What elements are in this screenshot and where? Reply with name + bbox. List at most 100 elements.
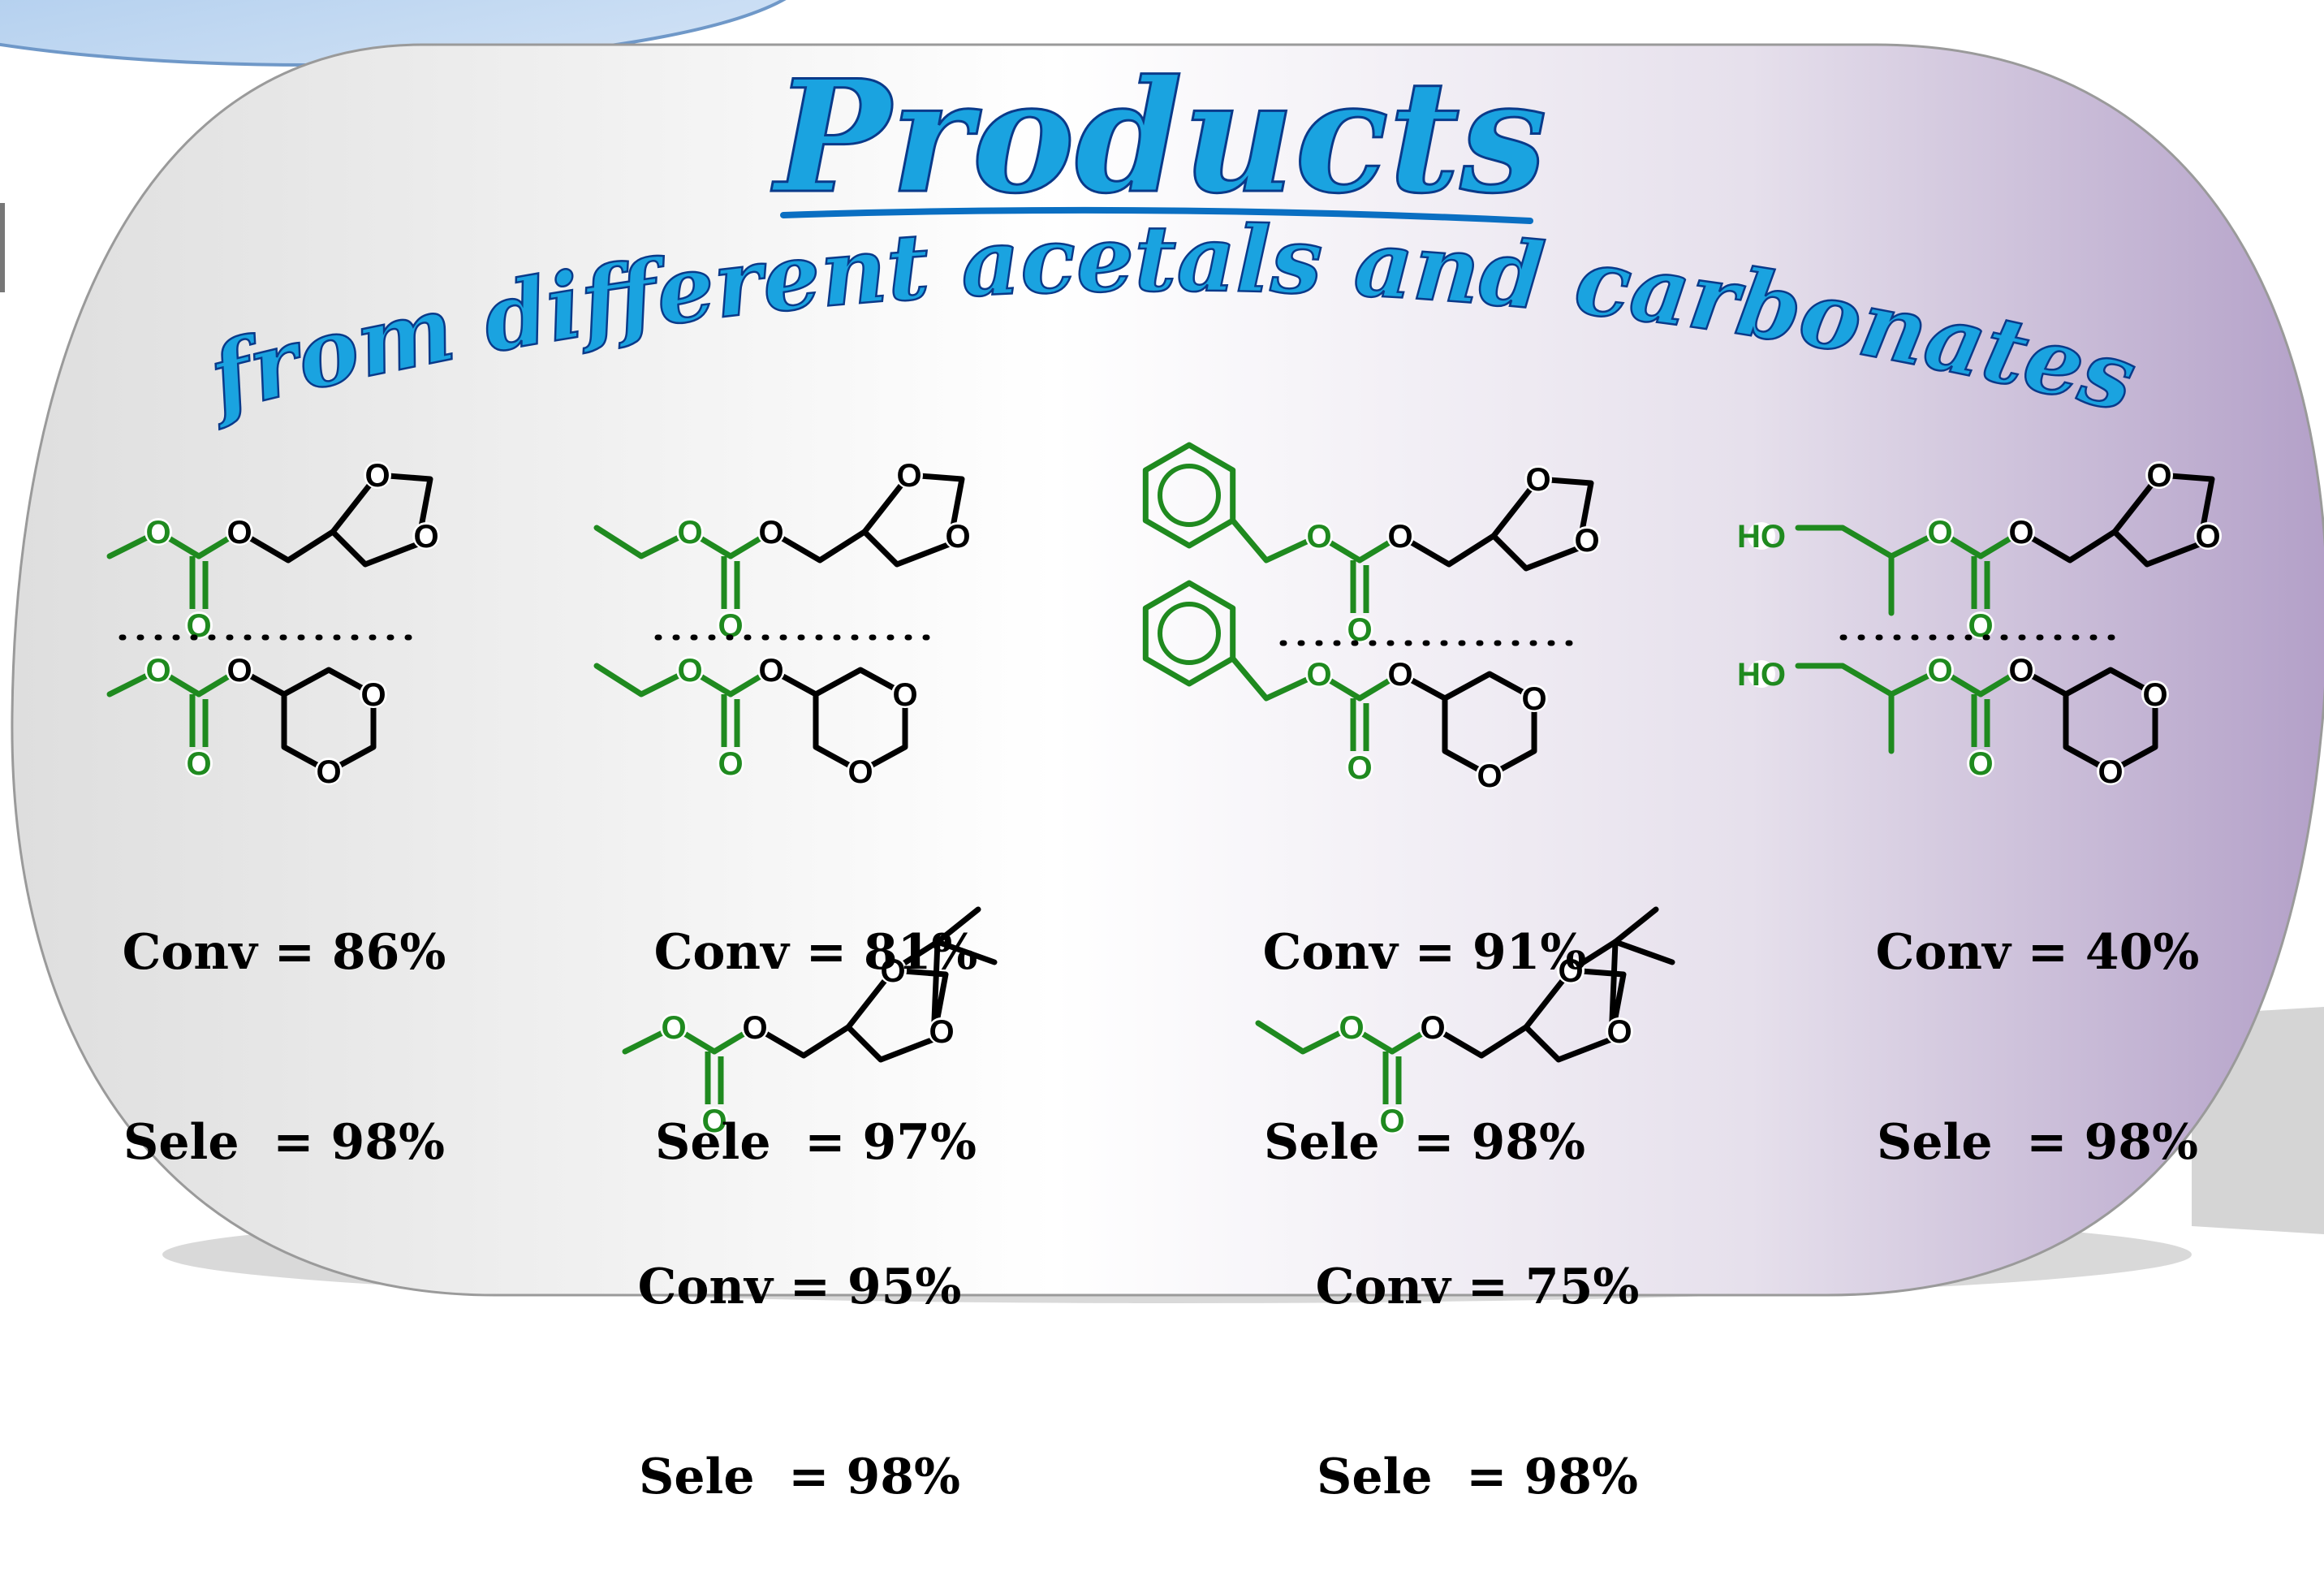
conversion-value: Conv = 75% xyxy=(1315,1259,1640,1315)
atom-mask xyxy=(757,518,785,546)
selectivity-value: Sele = 98% xyxy=(1877,1114,2198,1171)
oxygen-atom: O xyxy=(2146,458,2171,494)
atom-mask xyxy=(717,749,744,777)
oxygen-atom: O xyxy=(1379,1103,1404,1139)
oxygen-atom: O xyxy=(360,677,386,713)
aromatic-ring xyxy=(1158,464,1221,527)
atom-mask xyxy=(1524,465,1552,493)
atom-mask xyxy=(944,522,972,550)
selectivity-value: Sele = 98% xyxy=(1317,1449,1638,1505)
oxygen-atom: O xyxy=(413,519,438,555)
atom-mask xyxy=(1926,518,1954,546)
atom-mask xyxy=(2194,522,2222,550)
oxygen-atom: O xyxy=(1477,758,1502,794)
atom-mask xyxy=(226,518,253,546)
bond xyxy=(593,663,693,697)
oxygen-atom: O xyxy=(145,515,170,551)
atom-mask xyxy=(717,611,744,639)
atom-mask xyxy=(1346,754,1373,781)
bond xyxy=(934,906,981,945)
atom-mask xyxy=(1338,1013,1365,1041)
oxygen-atom: O xyxy=(892,677,917,713)
atom-mask xyxy=(660,1013,688,1041)
oxygen-atom: O xyxy=(1420,1010,1445,1046)
oxygen-atom: O xyxy=(701,1103,727,1139)
atom-mask xyxy=(1346,615,1373,643)
oxygen-atom: O xyxy=(677,653,702,689)
oxygen-atom: O xyxy=(2142,677,2167,713)
bond xyxy=(1429,1024,1529,1059)
atom-mask xyxy=(701,1107,728,1134)
oxygen-atom: O xyxy=(847,754,873,790)
atom-mask xyxy=(1305,660,1333,688)
atom-mask xyxy=(741,1013,769,1041)
atom-mask xyxy=(226,656,253,684)
atom-mask xyxy=(2141,680,2169,708)
bond xyxy=(752,1024,852,1059)
conversion-value: Conv = 95% xyxy=(637,1259,962,1315)
oxygen-atom: O xyxy=(1558,953,1583,989)
bond xyxy=(890,939,941,1043)
result-label-4: Conv = 40% Sele = 98% xyxy=(1826,794,2249,1237)
result-label-6: Conv = 75% Sele = 98% xyxy=(1266,1129,1688,1572)
atom-mask xyxy=(1419,1013,1447,1041)
oxygen-atom: O xyxy=(1968,746,1993,782)
atom-mask xyxy=(2097,758,2124,785)
oxygen-atom: O xyxy=(1339,1010,1364,1046)
bond xyxy=(236,529,336,564)
oxygen-atom: O xyxy=(1306,519,1331,555)
hydroxyl-label: HO xyxy=(1737,519,1786,555)
bond xyxy=(2018,529,2118,564)
bond xyxy=(593,525,693,559)
title-group: Products xyxy=(770,45,1548,229)
oxygen-atom: O xyxy=(186,746,211,782)
selectivity-value: Sele = 97% xyxy=(655,1114,977,1171)
bond xyxy=(1230,517,1322,564)
oxygen-atom: O xyxy=(1574,523,1599,559)
selectivity-value: Sele = 98% xyxy=(1264,1114,1585,1171)
atom-mask xyxy=(676,656,704,684)
oxygen-atom: O xyxy=(742,1010,767,1046)
atom-mask xyxy=(1386,522,1414,550)
atom-mask xyxy=(1926,656,1954,684)
atom-mask xyxy=(2007,518,2035,546)
products-diagram: Products from different acetals and carb… xyxy=(0,0,2324,1303)
bond xyxy=(1397,533,1497,568)
atom-mask xyxy=(879,957,907,984)
bond xyxy=(281,667,377,775)
conversion-value: Conv = 40% xyxy=(1875,924,2200,981)
hydroxyl-label: HO xyxy=(1737,657,1786,693)
oxygen-atom: O xyxy=(929,1014,954,1050)
atom-mask xyxy=(757,656,785,684)
oxygen-atom: O xyxy=(758,515,783,551)
oxygen-atom: O xyxy=(2195,519,2220,555)
oxygen-atom: O xyxy=(1347,612,1372,648)
oxygen-atom: O xyxy=(661,1010,686,1046)
bond xyxy=(934,939,998,965)
atom-mask xyxy=(1378,1107,1406,1134)
atom-mask xyxy=(1748,522,1775,550)
bond xyxy=(813,667,908,775)
title-underline xyxy=(780,206,1533,224)
atom-mask xyxy=(360,680,387,708)
oxygen-atom: O xyxy=(758,653,783,689)
oxygen-atom: O xyxy=(1927,515,1952,551)
atom-mask xyxy=(144,656,172,684)
left-edge-fragment xyxy=(0,203,5,292)
oxygen-atom: O xyxy=(145,653,170,689)
atom-mask xyxy=(1520,685,1548,712)
conversion-value: Conv = 86% xyxy=(122,924,446,981)
oxygen-atom: O xyxy=(896,458,921,494)
atom-mask xyxy=(144,518,172,546)
oxygen-atom: O xyxy=(1347,750,1372,786)
atom-mask xyxy=(1967,611,1994,639)
oxygen-atom: O xyxy=(880,953,905,989)
atom-mask xyxy=(928,1017,955,1045)
